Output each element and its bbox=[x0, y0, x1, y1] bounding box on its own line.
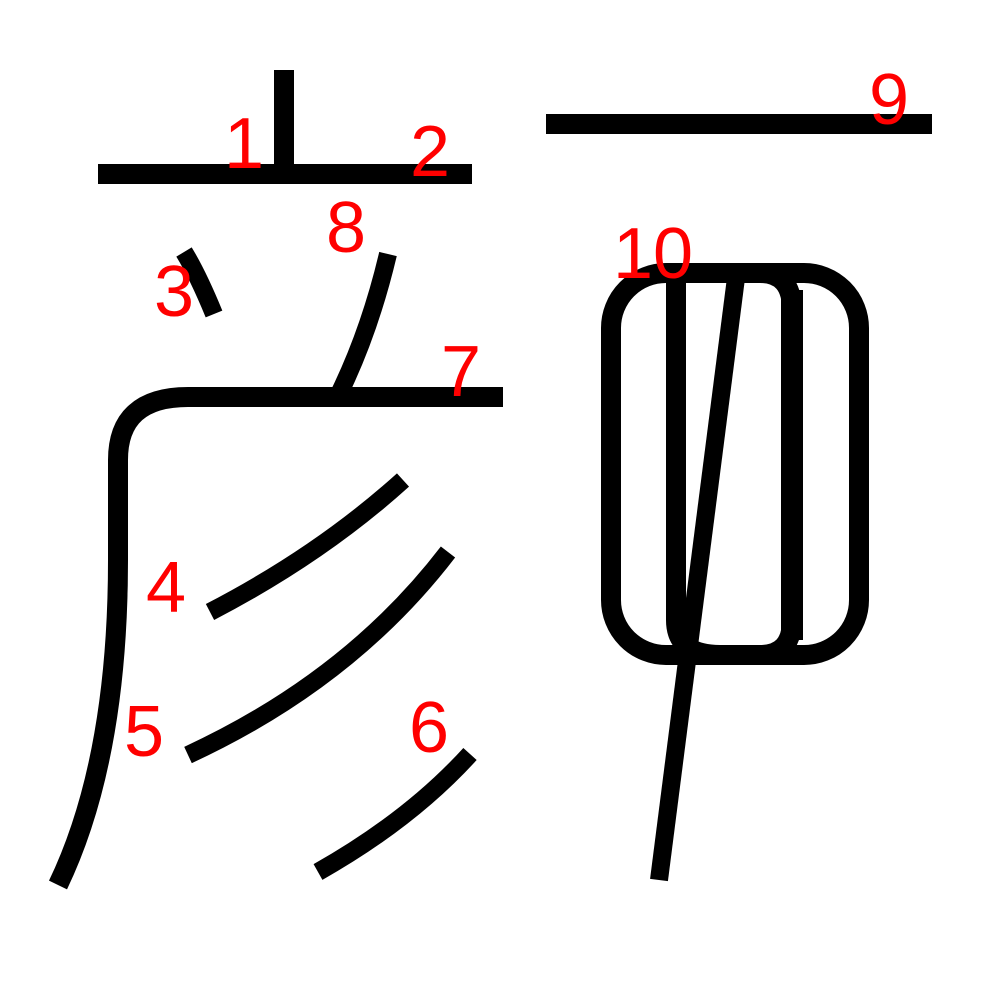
stroke-label-3: 3 bbox=[154, 252, 194, 332]
stroke-group bbox=[48, 70, 932, 890]
stroke-slant-1 bbox=[205, 473, 410, 620]
stroke-labels: 1 2 3 4 5 6 7 8 9 10 bbox=[124, 60, 909, 772]
stroke-label-4: 4 bbox=[146, 548, 186, 628]
stroke-slant-2 bbox=[184, 546, 456, 764]
stroke-label-7: 7 bbox=[441, 332, 481, 412]
stroke-label-5: 5 bbox=[124, 692, 164, 772]
stroke-slant-3 bbox=[313, 747, 477, 880]
stroke-label-1: 1 bbox=[224, 104, 264, 184]
stroke-label-10: 10 bbox=[613, 214, 693, 294]
stroke-long-slant bbox=[650, 276, 745, 882]
stroke-label-6: 6 bbox=[409, 688, 449, 768]
stroke-label-9: 9 bbox=[869, 60, 909, 140]
stroke-label-8: 8 bbox=[326, 188, 366, 268]
stroke-frame bbox=[48, 387, 503, 890]
stroke-dot bbox=[176, 247, 223, 318]
stroke-label-2: 2 bbox=[410, 112, 450, 192]
stroke-upper-slant bbox=[331, 251, 397, 396]
